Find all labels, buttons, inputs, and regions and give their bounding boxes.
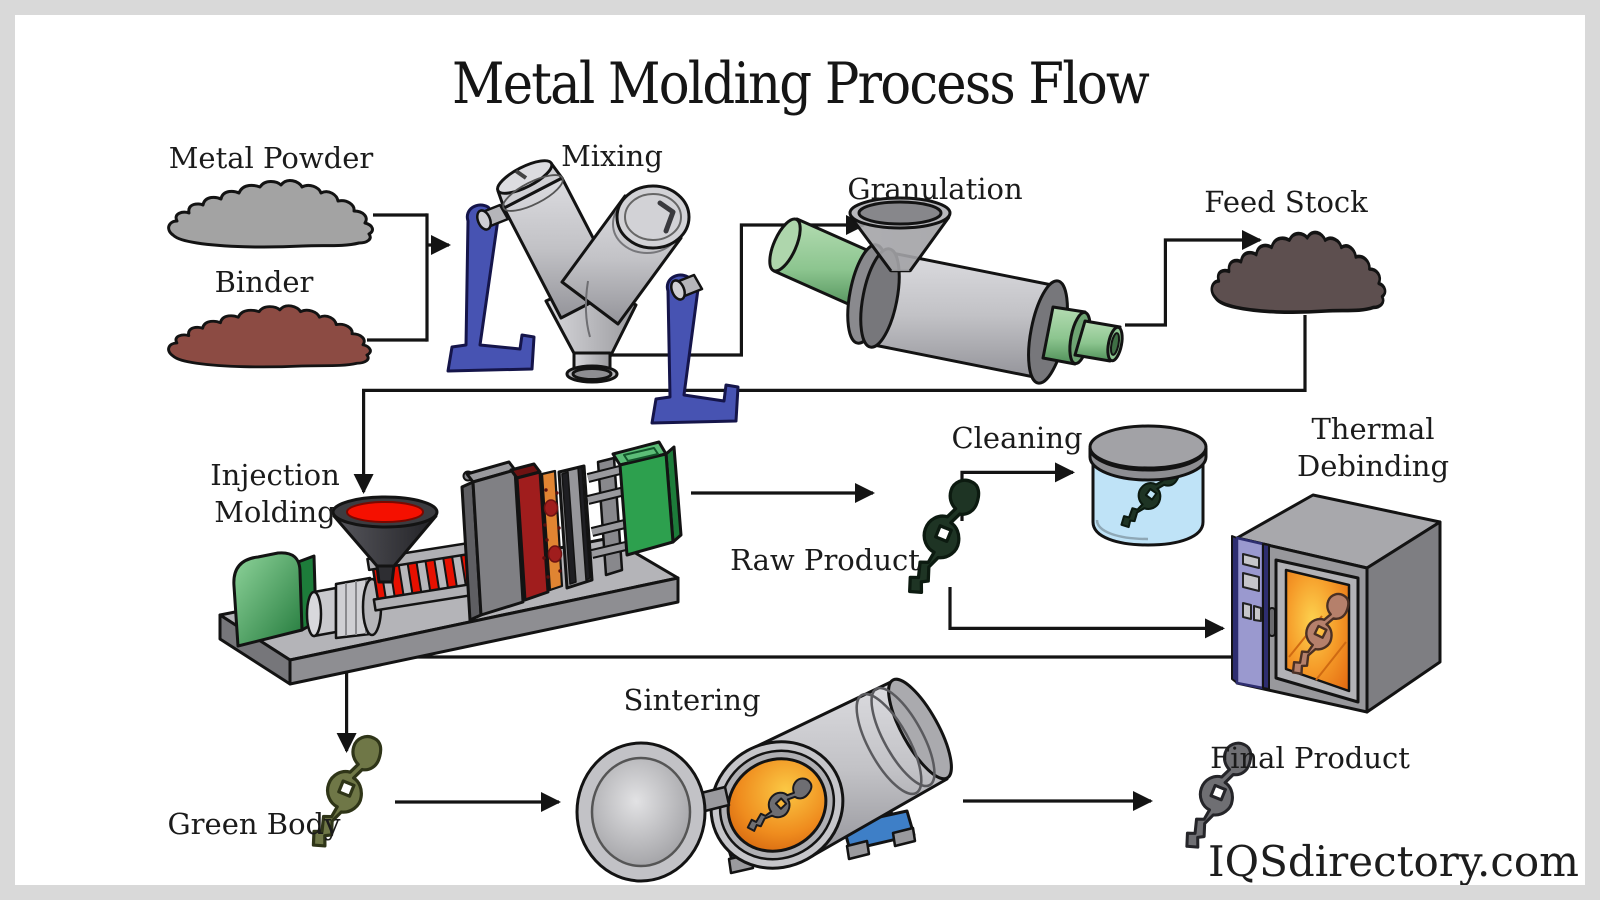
molten-material (346, 501, 424, 523)
granulation-machine (768, 196, 1124, 385)
mold-cavities (543, 499, 563, 563)
label-metal-powder: Metal Powder (168, 141, 374, 175)
oven-display-buttons (1242, 553, 1262, 622)
raw-product-part (883, 472, 997, 600)
sintering-furnace (575, 677, 953, 883)
sintering-door-inner (590, 756, 692, 868)
arrow-feedstock-to-injection (353, 315, 1307, 494)
mixer-stand-left (446, 203, 536, 373)
mixer-stand-right (650, 273, 740, 425)
label-sintering: Sintering (623, 683, 761, 717)
clamp-block (618, 452, 675, 557)
diagram-title: Metal Molding Process Flow (451, 51, 1150, 117)
label-injection-molding: Injection Molding (210, 457, 340, 530)
label-granulation: Granulation (847, 172, 1023, 206)
label-injection-line1: Injection (210, 458, 340, 492)
thermal-debinding-oven (1231, 493, 1442, 714)
arrow-granulation-to-feedstock (1125, 230, 1262, 327)
metal-powder-pile (167, 179, 374, 249)
injection-hopper-neck (375, 564, 396, 584)
watermark: IQSdirectory.com (1208, 837, 1579, 886)
mold-block-red (515, 470, 550, 602)
arrow-raw-product-to-debinding (948, 587, 1225, 639)
flow-connectors (336, 213, 1307, 812)
label-feed-stock: Feed Stock (1204, 185, 1368, 219)
label-mixing: Mixing (561, 139, 663, 173)
motor-housing (232, 551, 304, 648)
label-injection-line2: Molding (214, 494, 336, 529)
label-thermal-debinding: Thermal Debinding (1297, 411, 1449, 484)
injection-molding-machine (218, 440, 683, 686)
green-body-part (288, 729, 399, 853)
label-green-body: Green Body (167, 807, 341, 841)
label-thermal-line1: Thermal (1311, 412, 1435, 446)
mixer-cap-right (615, 184, 691, 250)
binder-pile (167, 304, 372, 369)
label-thermal-line2: Debinding (1296, 448, 1450, 483)
cleaning-container (1088, 424, 1208, 547)
label-raw-product: Raw Product (730, 543, 920, 577)
cleaning-lid (1088, 424, 1208, 470)
cleaning-lid-rim (1088, 447, 1208, 482)
stationary-platen (471, 468, 525, 617)
label-final-product: Final Product (1210, 741, 1410, 775)
machine-base-side (288, 576, 680, 686)
mixing-machine (446, 159, 740, 425)
oven-door-handle (1268, 607, 1276, 637)
label-binder: Binder (214, 265, 314, 299)
label-cleaning: Cleaning (951, 421, 1083, 455)
feed-stock-pile (1209, 230, 1387, 315)
